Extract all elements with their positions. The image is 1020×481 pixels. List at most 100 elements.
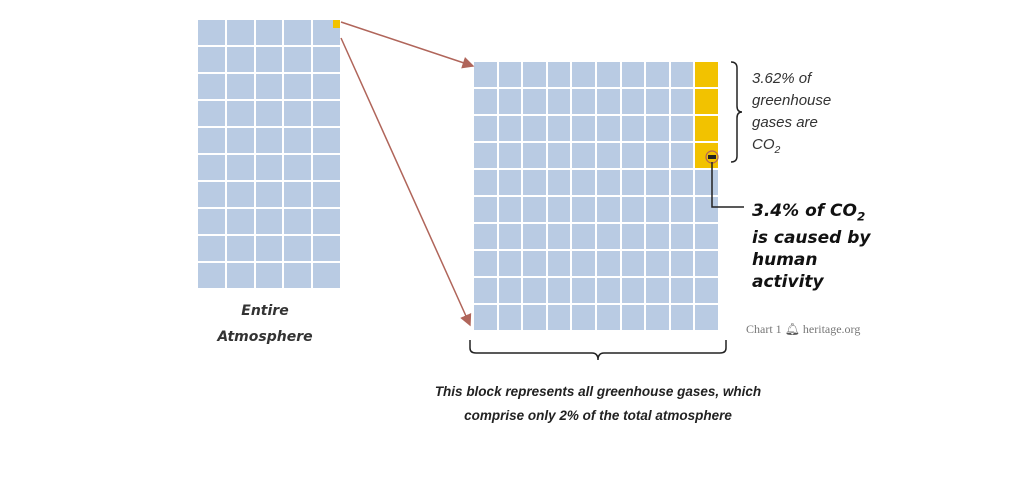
grid-cell <box>547 143 571 168</box>
grid-cell <box>474 62 497 87</box>
grid-cell <box>597 170 620 195</box>
grid-cell <box>226 47 254 72</box>
grid-cell <box>523 62 546 87</box>
subscript: 2 <box>857 209 866 224</box>
human-co2-connector <box>711 162 744 208</box>
grid-cell <box>284 209 312 234</box>
grid-cell <box>474 224 497 249</box>
grid-cell <box>255 263 283 288</box>
co2-brace <box>730 61 743 163</box>
zoom-arrow-bottom <box>340 37 472 327</box>
grid-cell <box>226 74 254 99</box>
grid-cell <box>255 128 283 153</box>
grid-cell <box>670 89 694 114</box>
grid-cell <box>597 62 620 87</box>
source-credit: Chart 1 🔔︎ heritage.org <box>746 322 860 337</box>
grid-cell <box>226 209 254 234</box>
grid-cell <box>523 305 546 330</box>
grid-cell <box>498 170 522 195</box>
grid-cell <box>198 101 225 126</box>
grid-cell <box>284 155 312 180</box>
grid-cell <box>198 20 225 45</box>
grid-cell <box>498 197 522 222</box>
grid-cell <box>695 305 718 330</box>
grid-cell <box>621 89 645 114</box>
grid-cell <box>646 62 669 87</box>
grid-cell <box>547 278 571 303</box>
grid-cell <box>572 170 595 195</box>
annotation-line: greenhouse <box>752 92 832 109</box>
annotation-line: gases are <box>752 114 818 131</box>
atmosphere-ghg-marker <box>333 20 340 28</box>
grid-cell <box>597 116 620 141</box>
label-line: Entire <box>241 303 289 319</box>
grid-cell <box>474 251 497 276</box>
grid-cell <box>670 197 694 222</box>
grid-cell <box>255 209 283 234</box>
grid-cell <box>523 89 546 114</box>
grid-cell <box>572 278 595 303</box>
grid-cell <box>284 182 312 207</box>
grid-cell <box>498 116 522 141</box>
grid-cell <box>226 263 254 288</box>
grid-cell <box>474 197 497 222</box>
grid-cell <box>547 224 571 249</box>
grid-cell <box>313 128 340 153</box>
grid-cell <box>646 143 669 168</box>
grid-cell <box>547 197 571 222</box>
annotation-line: activity <box>752 272 824 293</box>
grid-cell <box>621 278 645 303</box>
grid-cell <box>621 251 645 276</box>
grid-cell <box>547 62 571 87</box>
zoom-arrow-top <box>340 21 475 69</box>
co2-cell <box>695 62 718 87</box>
grid-cell <box>226 182 254 207</box>
grid-cell <box>255 236 283 261</box>
grid-cell <box>226 236 254 261</box>
grid-cell <box>597 305 620 330</box>
grid-cell <box>670 305 694 330</box>
annotation-line: 3.62% of <box>752 70 812 87</box>
grid-cell <box>284 128 312 153</box>
grid-cell <box>572 197 595 222</box>
grid-cell <box>621 62 645 87</box>
grid-cell <box>313 155 340 180</box>
grid-cell <box>597 89 620 114</box>
grid-cell <box>313 101 340 126</box>
grid-cell <box>646 116 669 141</box>
grid-cell <box>198 236 225 261</box>
grid-cell <box>226 20 254 45</box>
grid-cell <box>547 305 571 330</box>
grid-cell <box>646 89 669 114</box>
grid-cell <box>670 62 694 87</box>
grid-cell <box>621 170 645 195</box>
grid-cell <box>547 89 571 114</box>
subscript: 2 <box>774 144 781 156</box>
grid-cell <box>572 224 595 249</box>
grid-cell <box>523 116 546 141</box>
grid-cell <box>695 278 718 303</box>
grid-cell <box>284 74 312 99</box>
grid-cell <box>255 101 283 126</box>
grid-cell <box>498 143 522 168</box>
grid-cell <box>284 20 312 45</box>
co2-text: 3.4% of CO <box>752 201 857 221</box>
grid-cell <box>621 305 645 330</box>
grid-cell <box>198 263 225 288</box>
grid-cell <box>284 236 312 261</box>
grid-cell <box>255 182 283 207</box>
annotation-line: human <box>752 250 818 271</box>
grid-cell <box>523 197 546 222</box>
grid-cell <box>284 101 312 126</box>
grid-cell <box>198 128 225 153</box>
grid-cell <box>597 278 620 303</box>
grid-cell <box>670 278 694 303</box>
grid-cell <box>255 47 283 72</box>
label-line: Atmosphere <box>217 329 313 345</box>
grid-cell <box>597 143 620 168</box>
grid-cell <box>498 278 522 303</box>
grid-cell <box>646 305 669 330</box>
grid-cell <box>523 143 546 168</box>
co2-cell <box>695 116 718 141</box>
chart-number: Chart 1 <box>746 322 782 336</box>
